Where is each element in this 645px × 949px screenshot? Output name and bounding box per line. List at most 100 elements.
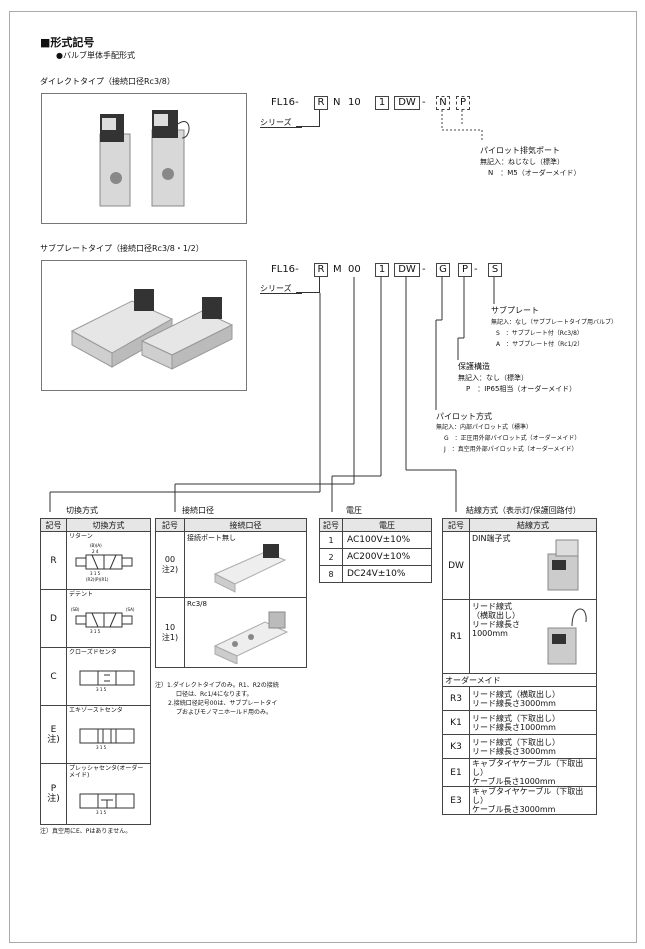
page-subtitle: ●バルブ単体手配形式 (56, 51, 135, 60)
page-title: ■形式記号 (40, 36, 95, 49)
switching-code-c: C (40, 647, 67, 706)
direct-code-wiring: DW (394, 96, 420, 110)
voltage-value-2: AC200V±10% (342, 548, 432, 566)
subplate-series-connector-h (296, 292, 320, 293)
table-row: DW DIN端子式 (442, 531, 597, 600)
subplate-code-protection: P (458, 263, 472, 277)
switching-code-e: E 注) (40, 705, 67, 764)
svg-text:3 1 5: 3 1 5 (96, 687, 107, 692)
voltage-code-2: 2 (319, 548, 343, 566)
table-row: E 注) エキゾーストセンタ 3 1 5 (40, 705, 151, 764)
switching-header-name: 切換方式 (66, 518, 151, 532)
wiring-name-r3: リード線式（横取出し） リード線長さ3000mm (469, 686, 597, 711)
direct-type-title: ダイレクトタイプ（接続口径Rc3/8） (40, 77, 175, 86)
svg-text:(SB): (SB) (71, 607, 80, 612)
subplate-info-line-3: A ：サブプレート付（Rc1/2） (496, 341, 584, 348)
switching-name-c: クローズドセンタ (69, 649, 117, 656)
wiring-header-code: 記号 (442, 518, 470, 532)
direct-series-connector-h (296, 126, 320, 127)
table-row: 00 注2) 接続ポート無し (155, 531, 307, 598)
protection-line-1: 無記入：なし（標準） (458, 374, 528, 382)
port-00-valve-image (213, 544, 287, 593)
wiring-header-name: 結線方式 (469, 518, 597, 532)
direct-valve-photo (41, 93, 247, 224)
port-code-00: 00 (164, 554, 176, 564)
wiring-code-r1: R1 (442, 599, 470, 674)
svg-text:(SA): (SA) (126, 607, 135, 612)
svg-text:2 4: 2 4 (92, 549, 99, 554)
port-note-3: 2.接続口径記号00は、サブプレートタイ (168, 700, 278, 707)
voltage-header-name: 電圧 (342, 518, 432, 532)
table-row: 10 注1) Rc3/8 (155, 597, 307, 668)
protection-line-2: P ：IP65相当（オーダーメイド） (466, 385, 577, 393)
table-row: E3 キャブタイヤケーブル（下取出し） ケーブル長さ3000mm (442, 786, 597, 815)
subplate-valve-photo (41, 260, 247, 391)
table-row: R1 リード線式 （横取出し） リード線長さ 1000mm (442, 599, 597, 674)
switching-code-r: R (40, 531, 67, 590)
din-terminal-image (547, 539, 579, 591)
page-frame (9, 11, 637, 943)
switching-header-code: 記号 (40, 518, 67, 532)
pressure-center-valve-symbol: 3 1 5 (79, 793, 135, 815)
pilot-exhaust-line-1: 無記入：ねじなし（標準） (480, 158, 564, 166)
wiring-code-k1: K1 (442, 710, 470, 735)
switching-table: 記号 切換方式 R リターン (B)(A) 2 4 3 1 5 (R2)(P)(… (40, 518, 151, 825)
table-row: K3 リード線式（下取出し） リード線長さ3000mm (442, 734, 597, 759)
wiring-code-dw: DW (442, 531, 470, 600)
pilot-method-line-1: 無記入：内部パイロット式（標準） (436, 424, 533, 431)
table-row: E1 キャブタイヤケーブル（下取出し） ケーブル長さ1000mm (442, 758, 597, 787)
port-header-name: 接続口径 (184, 518, 307, 532)
voltage-table: 記号 電圧 1 AC100V±10% 2 AC200V±10% 8 DC24V±… (319, 518, 432, 583)
port-10-valve-image (213, 611, 289, 664)
port-name-00: 接続ポート無し (187, 534, 236, 542)
subplate-series-connector (319, 277, 320, 293)
code-leader-lines (49, 277, 495, 512)
subplate-type-title: サブプレートタイプ（接続口径Rc3/8・1/2） (40, 244, 204, 253)
wiring-code-k3: K3 (442, 734, 470, 759)
wiring-name-e1: キャブタイヤケーブル（下取出し） ケーブル長さ1000mm (469, 758, 597, 787)
subplate-code-wiring: DW (394, 263, 420, 277)
subplate-code-prefix: FL16- (271, 264, 299, 275)
subplate-code-type: M (333, 264, 342, 275)
direct-code-pilot-exhaust: N (436, 96, 450, 110)
detent-valve-symbol: (SB) (SA) 3 1 5 (71, 607, 135, 634)
voltage-code-1: 1 (319, 531, 343, 549)
subplate-code-voltage: 1 (375, 263, 389, 277)
voltage-title: 電圧 (346, 506, 362, 515)
direct-valve-illustration (99, 110, 190, 207)
wiring-code-e3: E3 (442, 786, 470, 815)
wiring-order-label: オーダーメイド (442, 673, 597, 687)
svg-text:(R2)(P)(R1): (R2)(P)(R1) (86, 577, 109, 582)
return-valve-symbol: (B)(A) 2 4 3 1 5 (R2)(P)(R1) (75, 543, 133, 582)
direct-code-prefix: FL16- (271, 97, 299, 108)
table-row: C クローズドセンタ 3 1 5 (40, 647, 151, 706)
port-note-10: 注1) (161, 632, 179, 642)
table-row: P 注) プレッシャセンタ(オーダーメイド) 3 1 5 (40, 763, 151, 825)
subplate-code-port: 00 (348, 264, 361, 275)
svg-text:3 1 5: 3 1 5 (96, 745, 107, 750)
wiring-name-k3: リード線式（下取出し） リード線長さ3000mm (469, 734, 597, 759)
pilot-exhaust-line-2: N ：M5（オーダーメイド） (488, 169, 581, 177)
pilot-method-line-2: G ：正圧用外部パイロット式（オーダーメイド） (444, 435, 581, 442)
lead-wire-image (547, 608, 587, 665)
direct-code-protection: P (456, 96, 470, 110)
port-code-10: 10 (164, 622, 176, 632)
subplate-code-sep2: - (474, 264, 478, 275)
subplate-code-pilot: G (436, 263, 450, 277)
pilot-method-title: パイロット方式 (436, 412, 492, 421)
switching-name-r: リターン (69, 533, 93, 540)
pilot-exhaust-title: パイロット排気ポート (480, 146, 560, 155)
switching-name-p: プレッシャセンタ(オーダーメイド) (69, 765, 144, 779)
port-note-00: 注2) (161, 564, 179, 574)
direct-code-sep: - (422, 97, 426, 108)
svg-text:3 1 5: 3 1 5 (90, 629, 101, 634)
wiring-code-r3: R3 (442, 686, 470, 711)
direct-series-connector (319, 110, 320, 126)
port-note-1: 注）1.ダイレクトタイプのみ。R1、R2の接続 (155, 682, 279, 689)
voltage-value-1: AC100V±10% (342, 531, 432, 549)
direct-code-voltage: 1 (375, 96, 389, 110)
switching-title: 切換方式 (66, 506, 98, 515)
table-row: 8 DC24V±10% (319, 565, 432, 583)
closed-center-valve-symbol: 3 1 5 (79, 670, 135, 692)
voltage-value-8: DC24V±10% (342, 565, 432, 583)
